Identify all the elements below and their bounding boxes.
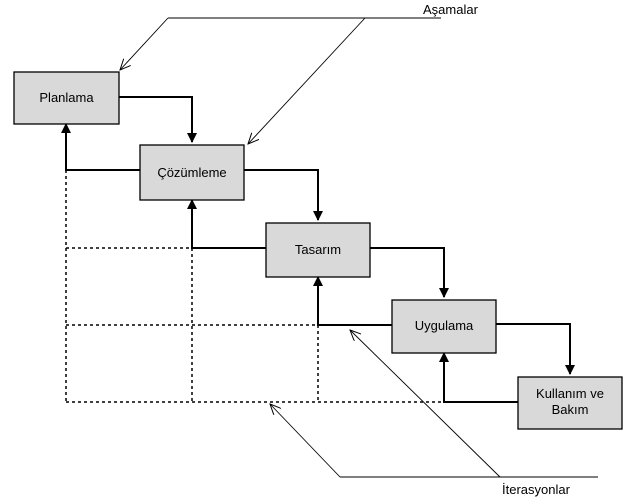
flow-tasarim-to-uygulama <box>370 247 449 298</box>
iterations-annotation-leader-left <box>270 404 341 478</box>
phase-label: Tasarım <box>295 242 341 257</box>
phase-label: Çözümleme <box>157 165 226 180</box>
feedback-to-planlama <box>61 123 140 171</box>
phase-box <box>265 222 371 278</box>
phase-node-kullanim-ve-bakim: Kullanım ve Bakım <box>517 376 623 430</box>
iterations-annotation-leader-right <box>350 330 501 478</box>
feedback-flow <box>61 123 518 403</box>
phase-box <box>13 71 120 125</box>
phase-node-tasarim: Tasarım <box>265 222 371 278</box>
phase-node-uygulama: Uygulama <box>391 299 497 354</box>
phases-annotation-leader-to-planlama <box>120 17 169 70</box>
iterations-annotation: İterasyonlar <box>270 330 598 497</box>
phase-box <box>517 376 623 430</box>
phase-label: Planlama <box>39 90 94 105</box>
feedback-to-tasarim <box>313 276 392 326</box>
phase-label-line1: Kullanım ve <box>536 386 604 401</box>
flow-planlama-to-cozumleme <box>119 96 197 143</box>
phase-label: Uygulama <box>415 318 474 333</box>
phase-node-planlama: Planlama <box>13 71 120 125</box>
forward-flow <box>119 96 575 375</box>
iteration-grid <box>65 170 444 403</box>
phases-annotation: Aşamalar <box>120 2 479 144</box>
phase-label-line2: Bakım <box>552 402 589 417</box>
iterations-annotation-label: İterasyonlar <box>502 482 571 497</box>
phase-box <box>391 299 497 354</box>
phase-node-cozumleme: Çözümleme <box>139 144 245 201</box>
flow-cozumleme-to-tasarim <box>244 169 323 221</box>
phase-box <box>139 144 245 201</box>
feedback-to-uygulama <box>439 352 518 403</box>
flow-uygulama-to-kullanim <box>496 323 575 375</box>
phases-annotation-leader-to-cozumleme <box>248 17 366 144</box>
feedback-to-cozumleme <box>187 199 266 249</box>
phases-annotation-label: Aşamalar <box>423 2 479 17</box>
